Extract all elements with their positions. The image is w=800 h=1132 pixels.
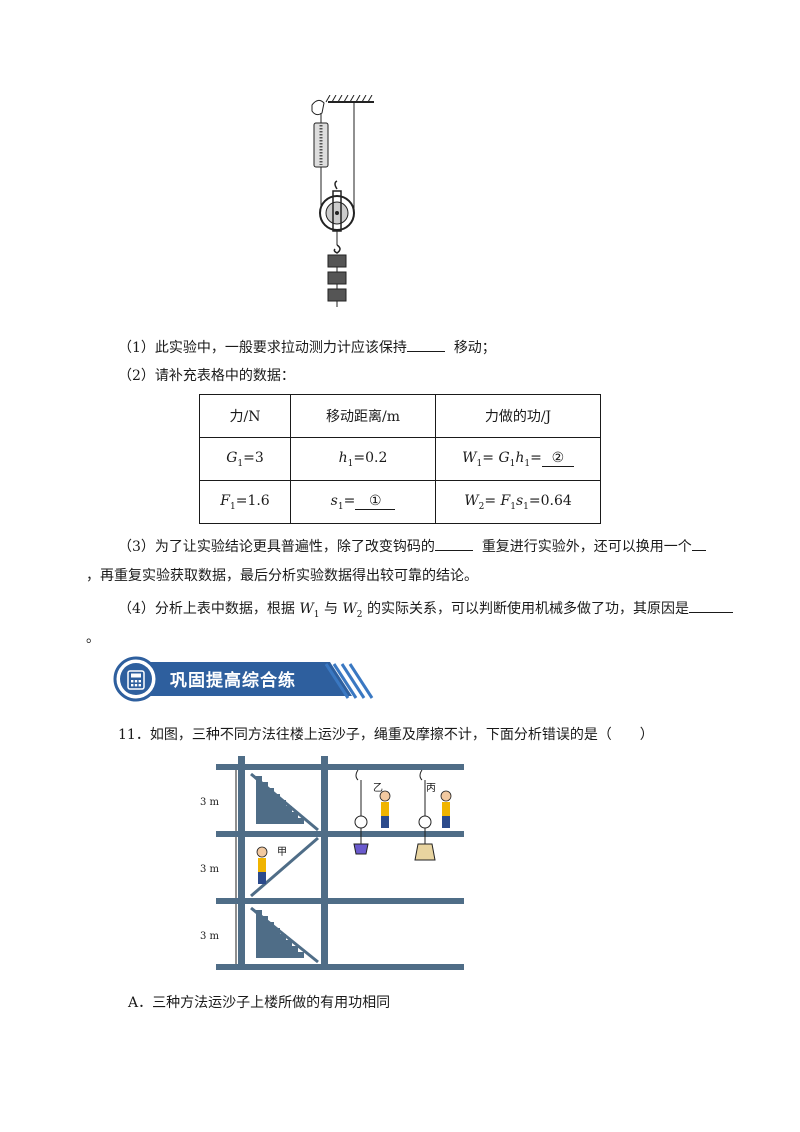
header-force: 力/N [199,394,291,438]
question-10-part-4: （4）分析上表中数据，根据 W1 与 W2 的实际关系，可以判断使用机械多做了功… [118,598,733,625]
question-10-part-1: （1）此实验中，一般要求拉动测力计应该保持 移动； [118,337,496,358]
table-row: F1=1.6 s1=① W2= F1s1=0.64 [199,480,601,524]
label-jia: 甲 [277,847,287,858]
cell-w2: W2= F1s1=0.64 [435,480,601,524]
q10-part4-text-a: （4）分析上表中数据，根据 [118,601,295,617]
pulley-apparatus-figure [311,95,374,307]
header-work: 力做的功/J [435,394,601,438]
q10-part1-end: 移动； [453,340,496,356]
label-yi: 乙 [373,783,383,794]
q10-part3-text-a: （3）为了让实验结论更具普遍性，除了改变钩码的 [118,539,435,555]
answer-blank[interactable] [688,598,733,613]
calculator-icon [127,670,145,690]
blank-2[interactable]: ② [541,450,574,467]
answer-blank[interactable] [691,536,706,551]
question-10-part-3: （3）为了让实验结论更具普遍性，除了改变钩码的 重复进行实验外，还可以换用一个 [118,536,706,557]
cell-h1: h1=0.2 [290,437,436,481]
height-label-1: 3 m [200,797,220,808]
cell-g1: G1=3 [199,437,291,481]
table-row: G1=3 h1=0.2 W1= G1h1=② [199,437,601,481]
experiment-data-table: 力/N 移动距离/m 力做的功/J G1=3 h1=0.2 W1= G1h1=②… [199,394,601,524]
table-header-row: 力/N 移动距离/m 力做的功/J [199,394,601,438]
q10-part3-text-b: 重复进行实验外，还可以换用一个 [481,539,692,555]
question-10-part-3-continued: ，再重复实验获取数据，最后分析实验数据得出较可靠的结论。 [86,568,478,584]
cell-f1: F1=1.6 [199,480,291,524]
option-a[interactable]: A．三种方法运沙子上楼所做的有用功相同 [128,995,391,1011]
height-label-2: 3 m [200,864,220,875]
question-11-stem: 11．如图，三种不同方法往楼上运沙子，绳重及摩擦不计，下面分析错误的是（ ） [118,727,654,743]
header-distance: 移动距离/m [290,394,436,438]
answer-blank[interactable] [406,337,445,352]
building-stairs-figure [216,756,464,970]
q10-part4-text-b: 的实际关系，可以判断使用机械多做了功，其原因是 [366,601,689,617]
height-label-3: 3 m [200,931,220,942]
question-10-part-2: （2）请补充表格中的数据： [118,368,295,384]
question-10-part-4-end: 。 [86,630,100,646]
banner-title: 巩固提高综合练 [170,671,296,691]
answer-blank[interactable] [434,536,473,551]
q10-part1-text: （1）此实验中，一般要求拉动测力计应该保持 [118,340,407,356]
cell-w1: W1= G1h1=② [435,437,601,481]
blank-1[interactable]: ① [355,493,396,510]
cell-s1: s1=① [290,480,436,524]
label-bing: 丙 [426,783,436,794]
